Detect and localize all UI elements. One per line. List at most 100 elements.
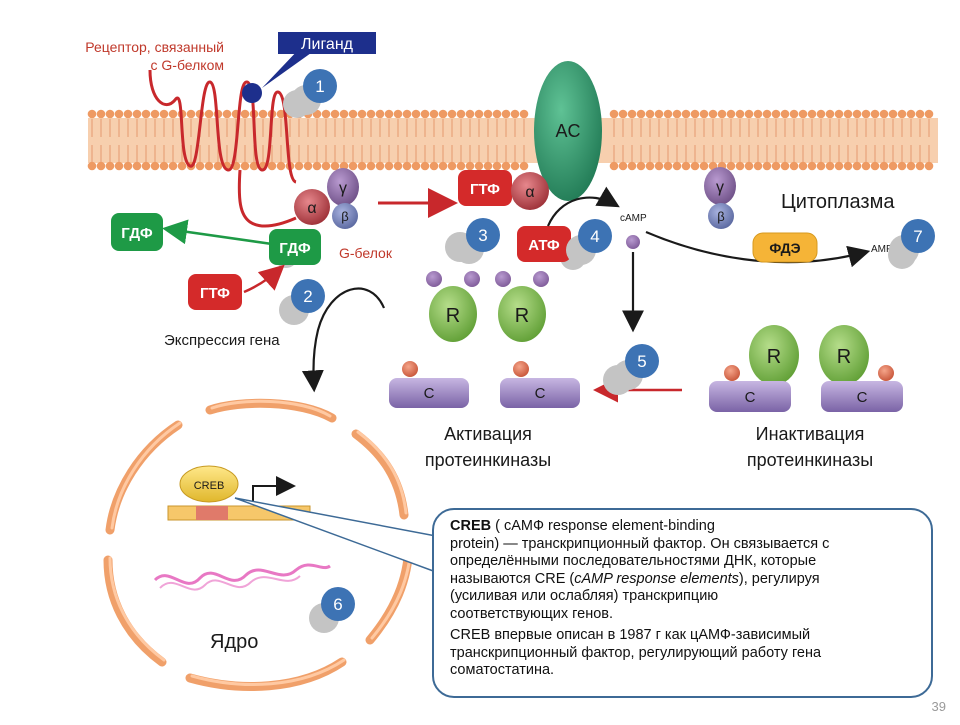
lipid-head bbox=[511, 162, 520, 171]
lipid-head bbox=[871, 110, 880, 119]
lipid-head bbox=[115, 162, 124, 171]
creb-info-callout: CREB ( cAMФ response element-binding pro… bbox=[432, 508, 933, 698]
lipid-head bbox=[853, 162, 862, 171]
lipid-head bbox=[187, 110, 196, 119]
callout-text: ), регулируя bbox=[739, 571, 820, 587]
lipid-head bbox=[106, 110, 115, 119]
lipid-head bbox=[763, 110, 772, 119]
lipid-head bbox=[223, 110, 232, 119]
lipid-head bbox=[304, 162, 313, 171]
cell-membrane bbox=[88, 110, 938, 171]
lipid-head bbox=[835, 110, 844, 119]
ligand-label: Лиганд bbox=[301, 36, 354, 53]
lipid-head bbox=[745, 110, 754, 119]
lipid-head bbox=[925, 162, 934, 171]
r-subunit-label: R bbox=[767, 346, 781, 368]
receptor-tail bbox=[239, 170, 296, 226]
lipid-head bbox=[448, 162, 457, 171]
lipid-head bbox=[277, 162, 286, 171]
lipid-head bbox=[376, 162, 385, 171]
gene-expression-label: Экспрессия гена bbox=[164, 332, 280, 349]
pde-pill-label: ФДЭ bbox=[769, 240, 800, 256]
phosphate bbox=[513, 361, 529, 377]
camp-label: cAMP bbox=[620, 213, 647, 224]
lipid-head bbox=[439, 162, 448, 171]
lipid-head bbox=[646, 110, 655, 119]
atp-pill-label: АТФ bbox=[528, 237, 560, 254]
lipid-head bbox=[637, 110, 646, 119]
cytoplasm-label: Цитоплазма bbox=[781, 191, 895, 213]
lipid-head bbox=[97, 110, 106, 119]
lipid-head bbox=[430, 110, 439, 119]
lipid-head bbox=[133, 110, 142, 119]
g-alpha-active-label: α bbox=[525, 184, 534, 201]
callout-creb-term: CREB bbox=[450, 518, 491, 534]
lipid-head bbox=[736, 162, 745, 171]
lipid-head bbox=[880, 162, 889, 171]
camp-on-r bbox=[533, 271, 549, 287]
receptor-label-line2: с G-белком bbox=[151, 57, 225, 73]
callout-text: ( cAMФ response element-binding bbox=[491, 518, 715, 534]
r-subunit-label: R bbox=[837, 346, 851, 368]
adenylate-cyclase-label: AC bbox=[555, 121, 580, 141]
camp-on-r bbox=[464, 271, 480, 287]
lipid-head bbox=[799, 162, 808, 171]
lipid-head bbox=[916, 162, 925, 171]
callout-text: CREB впервые описан в 1987 г как цАМФ-за… bbox=[450, 627, 810, 643]
lipid-head bbox=[871, 162, 880, 171]
lipid-head bbox=[502, 110, 511, 119]
gdp-pill-bound-label: ГДФ bbox=[279, 240, 311, 257]
lipid-head bbox=[682, 162, 691, 171]
lipid-head bbox=[619, 162, 628, 171]
g-protein-label: G-белок bbox=[339, 245, 393, 261]
lipid-head bbox=[862, 162, 871, 171]
lipid-head bbox=[169, 110, 178, 119]
lipid-head bbox=[727, 162, 736, 171]
activation-label-line2: протеинкиназы bbox=[425, 450, 551, 470]
lipid-head bbox=[619, 110, 628, 119]
lipid-head bbox=[511, 110, 520, 119]
lipid-head bbox=[781, 110, 790, 119]
lipid-head bbox=[493, 110, 502, 119]
callout-text: транскрипционный фактор, регулирующий ра… bbox=[450, 645, 821, 661]
lipid-head bbox=[628, 162, 637, 171]
callout-text: определёнными последовательностями ДНК, … bbox=[450, 553, 816, 569]
cre-element bbox=[196, 506, 228, 520]
lipid-head bbox=[907, 110, 916, 119]
lipid-head bbox=[421, 110, 430, 119]
lipid-head bbox=[394, 162, 403, 171]
lipid-head bbox=[799, 110, 808, 119]
lipid-head bbox=[88, 162, 97, 171]
lipid-head bbox=[268, 162, 277, 171]
lipid-head bbox=[673, 162, 682, 171]
step-number: 1 bbox=[315, 77, 324, 96]
lipid-head bbox=[106, 162, 115, 171]
activation-label-line1: Активация bbox=[444, 424, 532, 444]
callout-paragraph-2: CREB впервые описан в 1987 г как цАМФ-за… bbox=[450, 627, 919, 680]
step-number: 5 bbox=[637, 352, 646, 371]
lipid-head bbox=[169, 162, 178, 171]
lipid-head bbox=[475, 162, 484, 171]
lipid-head bbox=[754, 110, 763, 119]
lipid-head bbox=[196, 162, 205, 171]
lipid-head bbox=[439, 110, 448, 119]
lipid-head bbox=[133, 162, 142, 171]
r-subunit-label: R bbox=[446, 305, 460, 327]
receptor-label-line1: Рецептор, связанный bbox=[85, 39, 224, 55]
lipid-head bbox=[898, 162, 907, 171]
lipid-head bbox=[682, 110, 691, 119]
lipid-head bbox=[862, 110, 871, 119]
lipid-head bbox=[655, 110, 664, 119]
slide-number: 39 bbox=[932, 699, 946, 714]
lipid-head bbox=[421, 162, 430, 171]
c-subunit-label: C bbox=[535, 385, 546, 402]
lipid-head bbox=[736, 110, 745, 119]
lipid-head bbox=[520, 110, 529, 119]
lipid-head bbox=[295, 162, 304, 171]
lipid-head bbox=[637, 162, 646, 171]
lipid-head bbox=[889, 110, 898, 119]
lipid-head bbox=[664, 110, 673, 119]
lipid-head bbox=[313, 162, 322, 171]
lipid-head bbox=[610, 110, 619, 119]
gtp-pill-alpha-label: ГТФ bbox=[470, 181, 500, 198]
